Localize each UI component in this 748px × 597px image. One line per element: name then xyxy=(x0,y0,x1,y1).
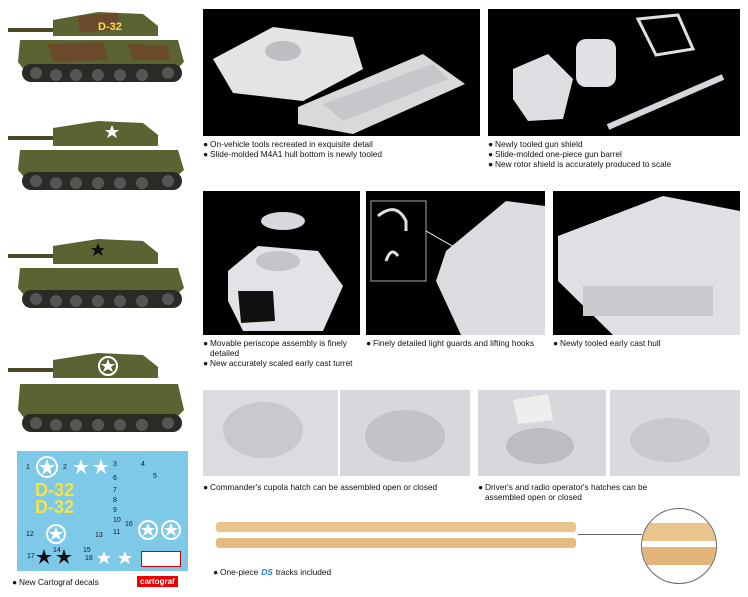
photo-cupola-open xyxy=(340,390,470,476)
tank-profile-3 xyxy=(8,236,188,314)
decal-number: 15 xyxy=(83,547,91,554)
tank-profile-1: D-32 xyxy=(8,4,188,90)
caption-decals: ●New Cartograf decals xyxy=(12,577,99,587)
caption-text: New Cartograf decals xyxy=(19,577,99,587)
cartograf-label xyxy=(141,551,181,567)
decal-number: 5 xyxy=(153,473,157,480)
decal-number: 11 xyxy=(113,529,121,536)
decal-number: 9 xyxy=(113,507,117,514)
photo-gun-parts xyxy=(488,9,740,136)
tank-marking: D-32 xyxy=(98,21,122,33)
decal-number: 2 xyxy=(63,464,67,471)
caption-guards: ●Finely detailed light guards and liftin… xyxy=(366,338,534,348)
photo-turret xyxy=(203,191,360,335)
ds-logo: DS xyxy=(261,567,273,577)
photo-hull-parts xyxy=(203,9,480,136)
photo-hatch-closed xyxy=(610,390,740,476)
decal-number: 18 xyxy=(85,555,93,562)
tracks-photo xyxy=(216,520,576,560)
decal-number: 13 xyxy=(95,532,103,539)
decal-number: 8 xyxy=(113,497,117,504)
decal-number: 7 xyxy=(113,487,117,494)
caption-gun: ●Newly tooled gun shield ●Slide-molded o… xyxy=(488,139,672,169)
caption-tracks: ●One-piece DS tracks included xyxy=(213,567,332,577)
zoom-leader-line xyxy=(578,534,642,535)
cartograf-logo: cartograf xyxy=(137,576,178,587)
decal-number: 12 xyxy=(26,531,34,538)
photo-cupola-closed xyxy=(203,390,338,476)
decal-number: 1 xyxy=(26,464,30,471)
decal-number: 10 xyxy=(113,517,121,524)
photo-rear-hull xyxy=(553,191,740,335)
tank-profile-2 xyxy=(8,118,188,196)
decal-number: 6 xyxy=(113,475,117,482)
track-zoom-circle xyxy=(641,508,717,584)
decal-sheet: 1 2 3 4 6 7 8 9 10 11 5 D-32 D-32 12 16 … xyxy=(17,451,188,571)
decal-marking: D-32 xyxy=(35,480,75,500)
photo-hatch-open xyxy=(478,390,606,476)
decal-number: 3 xyxy=(113,461,117,468)
photo-light-guards xyxy=(366,191,545,335)
decal-number: 17 xyxy=(27,553,35,560)
decal-number: 4 xyxy=(141,461,145,468)
caption-cupola: ●Commander's cupola hatch can be assembl… xyxy=(203,482,438,492)
tank-profile-4 xyxy=(8,350,188,440)
caption-turret: ●Movable periscope assembly is finely de… xyxy=(203,338,353,368)
caption-rear: ●Newly tooled early cast hull xyxy=(553,338,661,348)
decal-number: 16 xyxy=(125,521,133,528)
decal-marking: D-32 xyxy=(35,497,75,517)
decal-number: 14 xyxy=(53,547,61,554)
caption-hull: ●On-vehicle tools recreated in exquisite… xyxy=(203,139,383,159)
caption-hatches: ●Driver's and radio operator's hatches c… xyxy=(478,482,648,502)
